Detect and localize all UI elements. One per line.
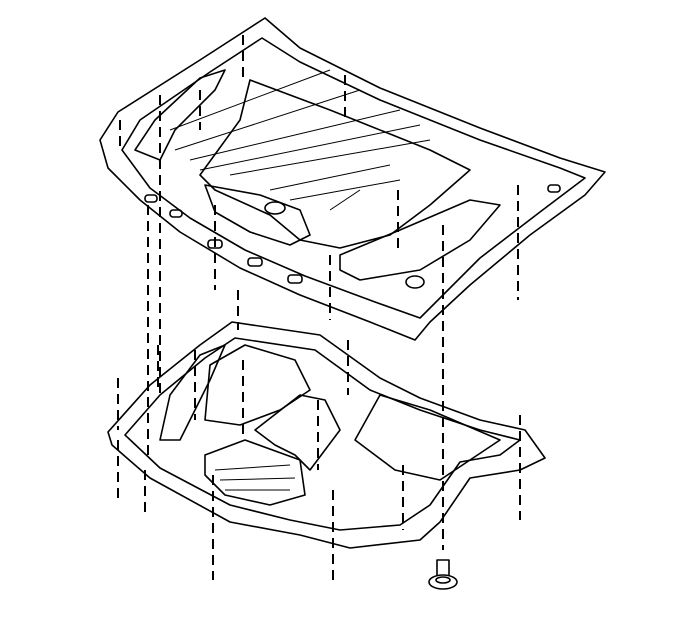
insulator-center-pad [204, 344, 311, 426]
hood-latch-area [204, 184, 311, 246]
retainer-stem [436, 559, 450, 577]
hood-hatching [169, 69, 431, 211]
hood-latch-hole [264, 201, 286, 215]
hood-outer-edge [99, 17, 606, 341]
alignment-lines [117, 35, 521, 580]
insulator-inner-rim [124, 337, 521, 531]
insulator-mid-channel [254, 394, 341, 471]
hood-right-frame [339, 199, 501, 281]
hood-insulator [107, 321, 546, 549]
hood-inner-flange [121, 37, 586, 319]
insulator-left-pad [159, 344, 226, 441]
hood-left-frame [134, 69, 226, 161]
hood-center-panel [199, 79, 471, 249]
hood-hinge-hole [405, 275, 425, 289]
insulator-retainer [428, 559, 458, 590]
hood-edge-slots [144, 184, 561, 284]
hood-panel [99, 17, 606, 341]
insulator-outline [107, 321, 546, 549]
retainer-head-center [435, 576, 451, 584]
insulator-hatching [214, 464, 296, 491]
insulator-lower-pad [204, 439, 306, 506]
